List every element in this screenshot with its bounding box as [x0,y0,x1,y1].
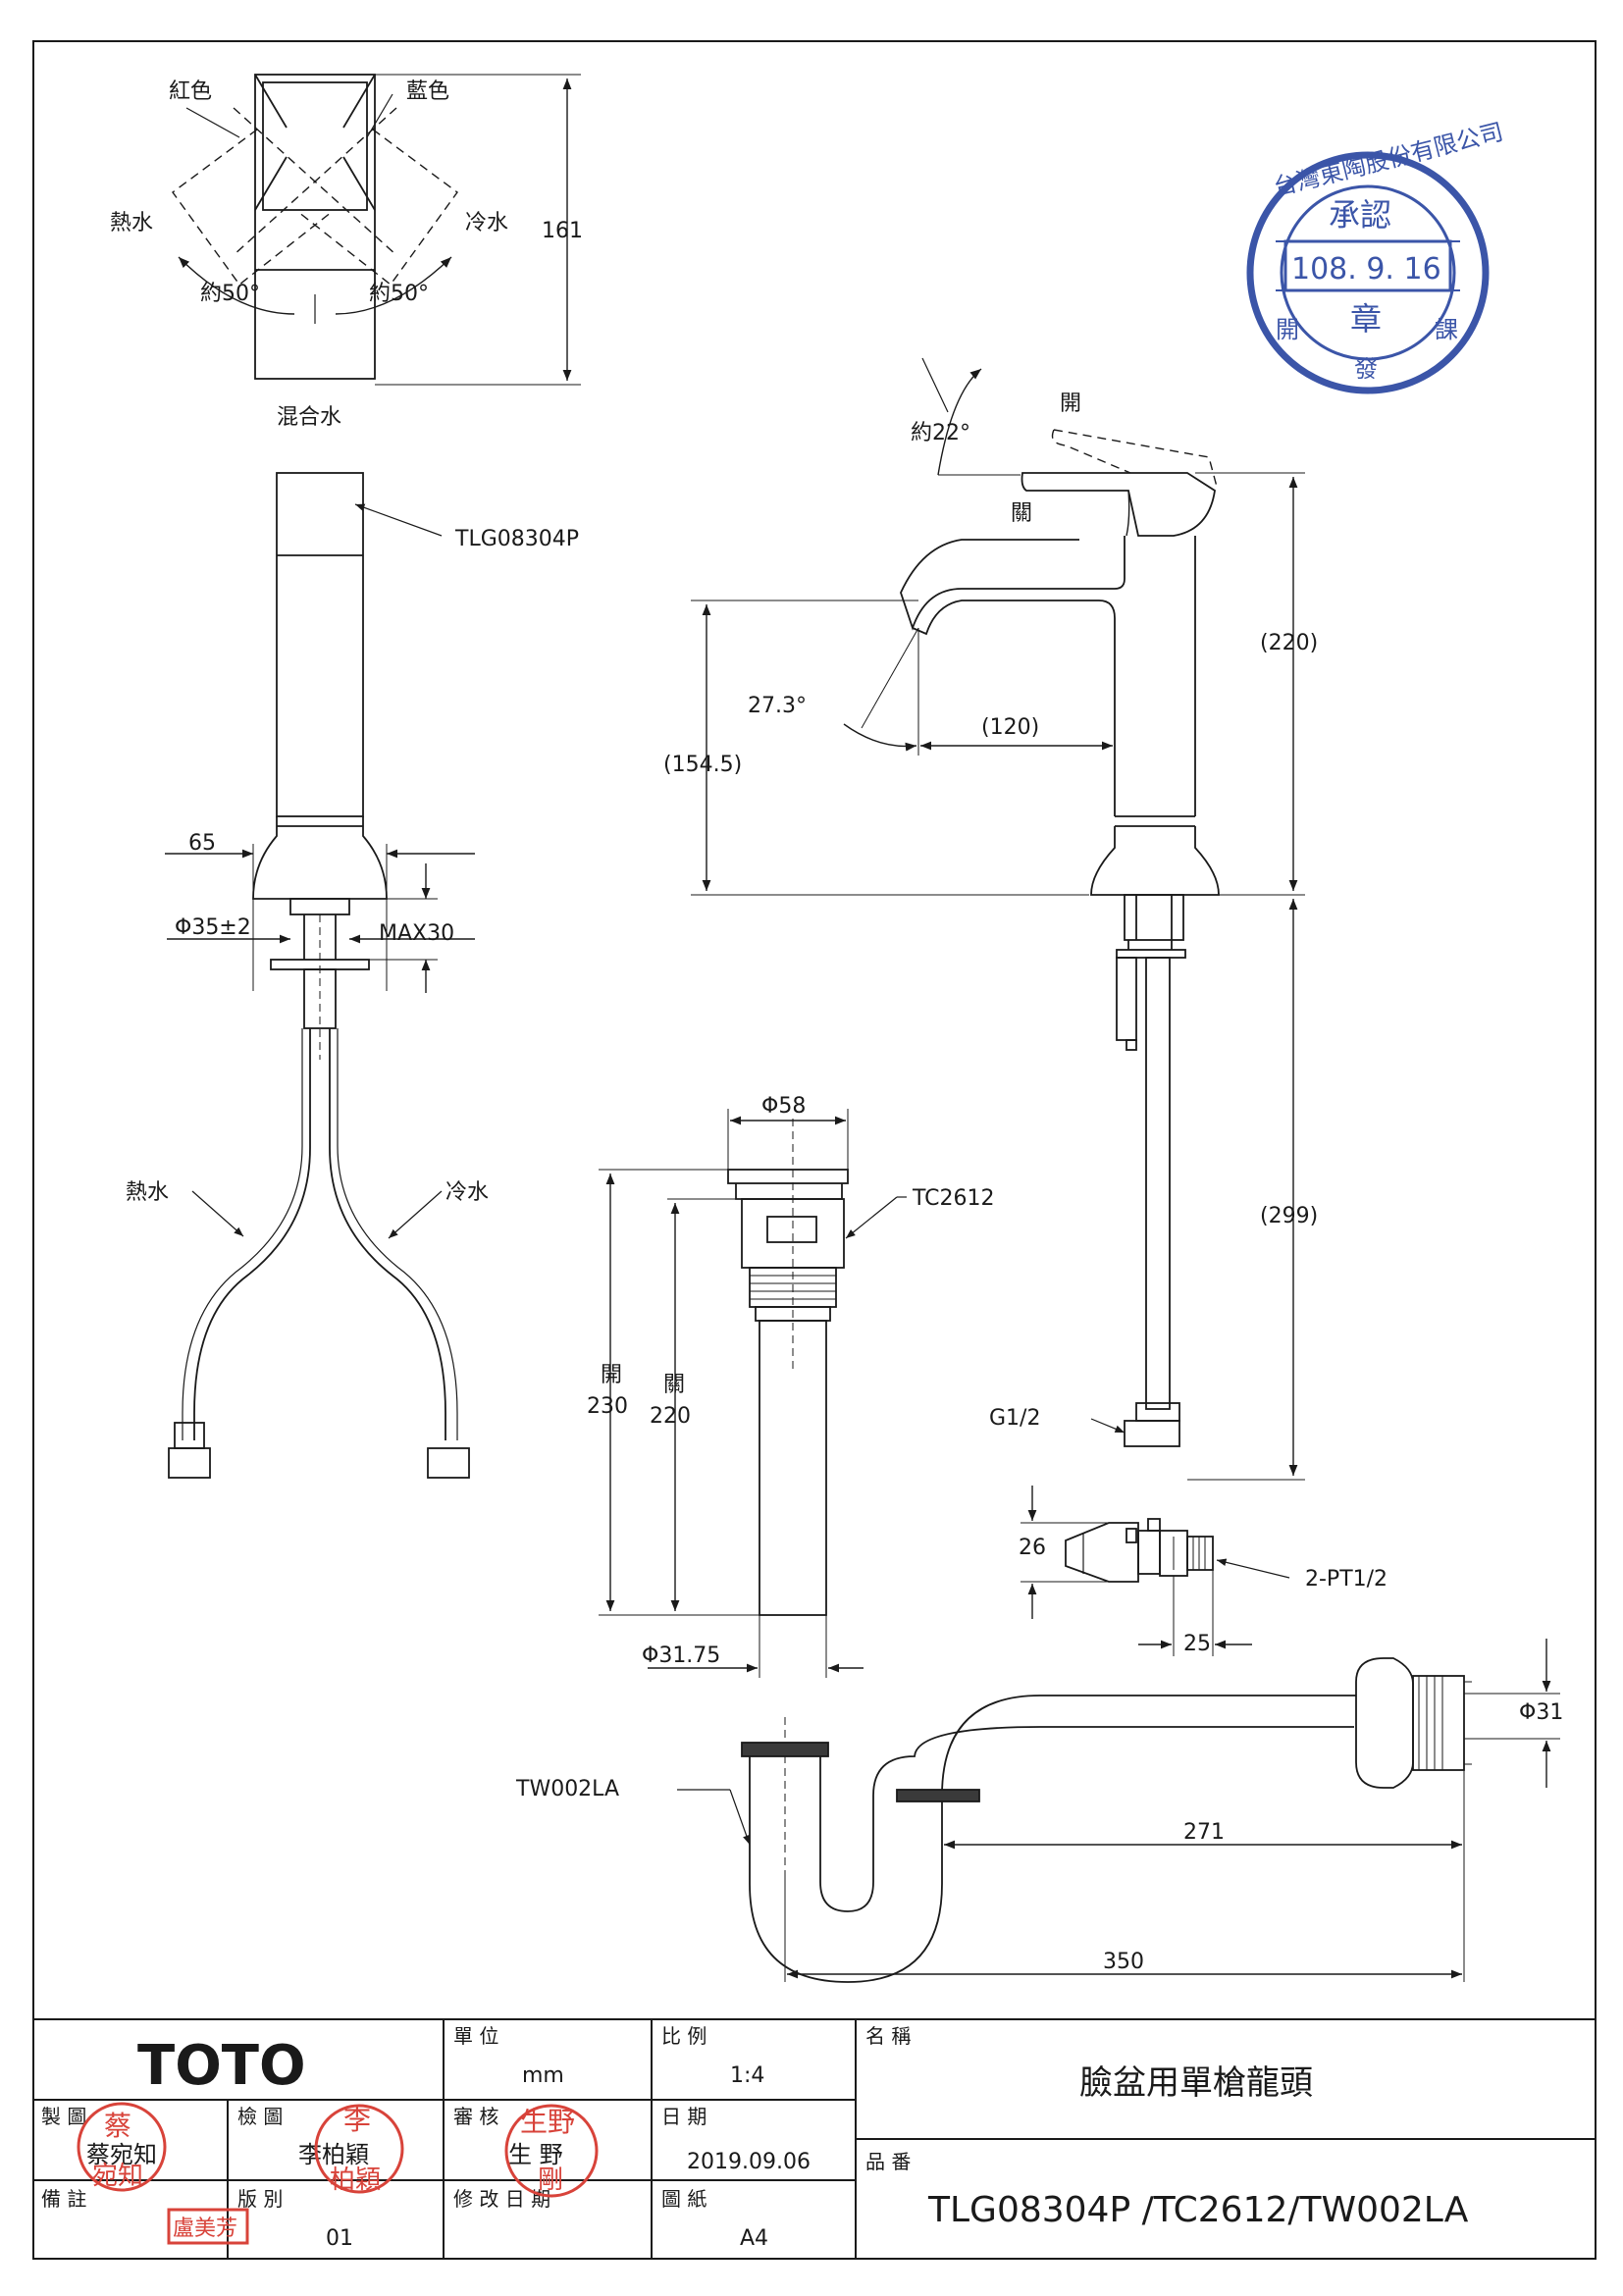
total-height-dim: (220) [1260,631,1318,655]
drain-open-label: 開 [601,1363,622,1387]
drain-close-label: 關 [663,1373,685,1397]
base-width-dim: 65 [188,831,216,856]
right-angle-label: 約50° [369,282,429,306]
checked-by-name: 李柏穎 [298,2141,369,2168]
version-label: 版 別 [237,2187,283,2211]
handle-close-label: 關 [1011,501,1032,526]
date-value: 2019.09.06 [687,2150,811,2174]
trap-horizontal-dim: 271 [1183,1820,1225,1845]
handle-angle-label: 約22° [911,421,970,445]
trap-outlet-diameter-dim: Φ31 [1519,1700,1563,1725]
drain-model-label: TC2612 [912,1186,995,1211]
drain-open-dim: 230 [587,1394,628,1419]
drawn-by-seal: 蔡 宛知 [77,2102,167,2192]
stamp-bottom-mid: 發 [1354,355,1378,383]
date-label: 日 期 [661,2105,707,2128]
hole-diameter-dim: Φ35±2 [175,915,251,940]
blue-color-label: 藍色 [406,79,449,104]
svg-text:宛知: 宛知 [92,2162,143,2191]
trap-model-label: TW002LA [515,1777,619,1801]
mixed-water-label: 混合水 [277,405,341,430]
reviewed-by-name: 生 野 [508,2141,563,2168]
unit-label: 單 位 [453,2024,498,2048]
reviewed-by-label: 審 核 [453,2105,498,2128]
reviewed-by-seal: 生野 剛 [504,2104,599,2198]
svg-text:李: 李 [343,2104,371,2136]
stamp-approved-text: 承認 [1329,196,1391,234]
stamp-seal-char: 章 [1350,300,1382,338]
stamp-bottom-left: 開 [1276,316,1299,343]
spout-height-dim: (154.5) [663,753,742,777]
spout-reach-dim: (120) [981,715,1039,740]
handle-height-dim: 161 [542,219,583,243]
drain-assembly [599,1109,907,1678]
svg-text:剛: 剛 [538,2166,563,2195]
drain-top-diameter-dim: Φ58 [761,1094,806,1119]
revision-date-label: 修 改 日 期 [453,2187,550,2211]
svg-text:蔡: 蔡 [104,2110,131,2142]
product-name: 臉盆用單槍龍頭 [1079,2063,1313,2103]
valve-thread-length-dim: 25 [1183,1632,1211,1656]
valve-height-dim: 26 [1019,1536,1046,1560]
handle-open-label: 開 [1060,391,1081,416]
faucet-top-view [172,74,581,386]
max-thickness-dim: MAX30 [379,921,454,946]
checked-by-label: 檢 圖 [237,2105,283,2128]
name-label: 名 稱 [865,2024,911,2048]
unit-value: mm [522,2063,564,2088]
front-model-label: TLG08304P [454,527,579,551]
top-hot-water-label: 熱水 [110,211,153,235]
version-value: 01 [326,2226,353,2251]
drain-bottom-diameter-dim: Φ31.75 [642,1644,720,1668]
brand-logo: TOTO [137,2034,306,2098]
spout-angle-label: 27.3° [748,694,807,718]
drain-close-dim: 220 [650,1404,691,1429]
faucet-front-view [165,472,475,1479]
drawn-by-name: 蔡宛知 [86,2141,157,2168]
stamp-bottom-right: 課 [1435,316,1458,343]
svg-text:盧美芳: 盧美芳 [173,2217,237,2241]
top-cold-water-label: 冷水 [465,211,508,235]
valve-thread-label: 2-PT1/2 [1305,1567,1387,1592]
faucet-side-view [691,357,1305,1481]
red-color-label: 紅色 [169,79,212,104]
trap-overall-dim: 350 [1103,1950,1144,1974]
svg-text:柏穎: 柏穎 [330,2166,381,2195]
hose-length-dim: (299) [1260,1204,1318,1228]
drawn-by-label: 製 圖 [41,2105,86,2128]
remark-seal: 盧美芳 [167,2208,249,2245]
scale-value: 1:4 [730,2063,764,2088]
part-number-value: TLG08304P /TC2612/TW002LA [927,2190,1469,2230]
stamp-date-text: 108. 9. 16 [1291,252,1441,287]
left-angle-label: 約50° [200,282,260,306]
part-number-label: 品 番 [865,2150,911,2173]
checked-by-seal: 李 柏穎 [314,2104,404,2195]
hose-thread-label: G1/2 [989,1406,1040,1431]
front-hot-water-label: 熱水 [126,1180,169,1205]
paper-label: 圖 紙 [661,2187,707,2211]
remark-label: 備 註 [41,2187,86,2211]
title-block [32,2018,1597,2260]
svg-text:生野: 生野 [520,2106,575,2138]
front-cold-water-label: 冷水 [445,1180,489,1205]
angle-valve [1021,1486,1290,1656]
approval-stamp: 承認 108. 9. 16 章 台灣東陶股份有限公司 開 發 課 [1246,118,1506,394]
p-trap [677,1639,1560,1983]
scale-label: 比 例 [661,2024,707,2048]
paper-value: A4 [740,2226,768,2251]
